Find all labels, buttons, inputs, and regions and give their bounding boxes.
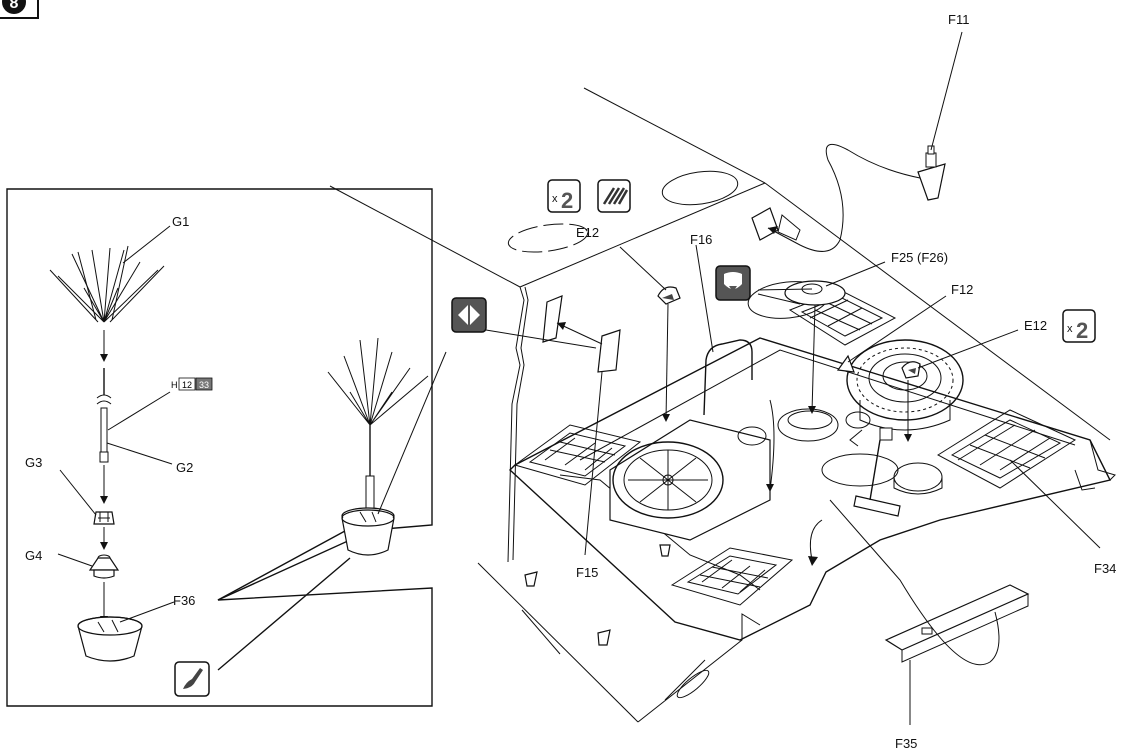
assembled-plant — [327, 337, 447, 556]
leader-f35-group: F35 — [808, 499, 1000, 751]
floor-grid-right — [937, 409, 1077, 489]
leader-paint — [107, 391, 171, 431]
label-g3: G3 — [25, 455, 42, 470]
label-g4: G4 — [25, 548, 42, 563]
assembly-arrow-g1 — [100, 330, 108, 362]
label-f35: F35 — [895, 736, 917, 751]
part-g4: G4 — [25, 548, 120, 579]
assembly-arrow-g3 — [100, 527, 108, 550]
floor-grid-left — [513, 424, 642, 486]
times-two-icon-right: x 2 — [1062, 309, 1096, 343]
paint-code: H 12 33 — [171, 377, 213, 391]
label-g2: G2 — [176, 460, 193, 475]
leader-f34-group: F34 — [1009, 459, 1116, 576]
part-e12-left: E12 — [576, 225, 681, 422]
label-f15: F15 — [576, 565, 598, 580]
label-f16: F16 — [690, 232, 712, 247]
label-g1: G1 — [172, 214, 189, 229]
part-f25: F25 (F26) — [757, 250, 948, 430]
part-g1-leaves: G1 — [49, 214, 189, 323]
svg-text:2: 2 — [561, 188, 573, 213]
inset-panel — [6, 188, 433, 707]
paint-code-33: 33 — [199, 380, 209, 390]
hull-floor — [329, 87, 1116, 723]
label-f11: F11 — [948, 12, 969, 27]
paint-code-12: 12 — [182, 380, 192, 390]
part-g2-stem: G2 — [96, 368, 193, 475]
label-e12-right: E12 — [1024, 318, 1047, 333]
floor-grid-front — [670, 547, 794, 606]
part-f11: F11 — [767, 12, 969, 252]
times-two-icon-left: x 2 — [547, 179, 581, 213]
svg-text:x: x — [1067, 323, 1073, 335]
press-down-icon — [715, 265, 751, 301]
part-g3: G3 — [25, 455, 115, 525]
step-badge: 8 — [0, 0, 39, 19]
paint-brush-icon — [174, 661, 210, 697]
label-e12-left: E12 — [576, 225, 599, 240]
leader-g2 — [106, 442, 173, 465]
leader-g1 — [122, 225, 171, 264]
part-e12-right: E12 — [901, 318, 1047, 442]
svg-text:2: 2 — [1076, 318, 1088, 343]
move-arrows-icon — [451, 297, 487, 333]
leader-g4 — [57, 553, 93, 567]
label-f36: F36 — [173, 593, 195, 608]
label-f34: F34 — [1094, 561, 1116, 576]
cement-stripes-icon — [597, 179, 631, 213]
part-f35 — [884, 584, 1030, 663]
leader-f36 — [119, 601, 175, 623]
part-f12: F12 — [836, 282, 973, 373]
label-f12: F12 — [951, 282, 973, 297]
leader-g3 — [59, 469, 97, 516]
label-f25: F25 (F26) — [891, 250, 948, 265]
assembly-arrow-g2 — [100, 465, 108, 504]
part-f15: F15 — [485, 295, 621, 580]
svg-text:x: x — [552, 193, 558, 205]
fan-left — [609, 419, 771, 541]
step-number: 8 — [10, 0, 19, 12]
assembly-arrows-floor — [766, 399, 863, 492]
fan-right — [846, 339, 964, 431]
paint-prefix: H — [171, 380, 178, 390]
part-f36-pot: F36 — [77, 593, 195, 662]
part-f16-handle: F16 — [690, 232, 753, 416]
